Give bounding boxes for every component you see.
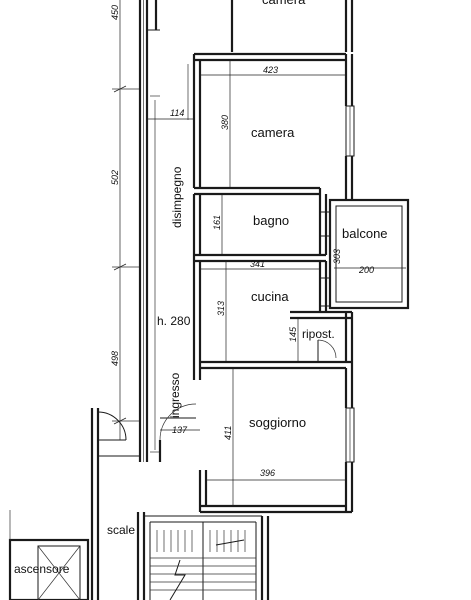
dim-left-498: 498 [110, 351, 120, 366]
camera-room [192, 52, 355, 200]
soggiorno-label: soggiorno [249, 415, 306, 430]
dim-cucina-341: 341 [250, 259, 265, 269]
dim-ripost-145: 145 [288, 326, 298, 342]
top-room [230, 0, 354, 52]
ingresso-area [159, 362, 202, 441]
cucina-label: cucina [251, 289, 289, 304]
balcone-label: balcone [342, 226, 388, 241]
corridor-wall [138, 0, 160, 462]
cucina-room [192, 253, 331, 362]
dim-left-502: 502 [110, 170, 120, 185]
bagno-label: bagno [253, 213, 289, 228]
stairwell [90, 512, 270, 600]
balcone-area [328, 198, 410, 310]
dim-camera-380: 380 [220, 115, 230, 130]
landing-area [90, 408, 162, 512]
scale-label: scale [107, 523, 135, 537]
left-dimension-chain [112, 0, 140, 440]
ascensore-shaft [8, 510, 90, 600]
dim-cucina-313: 313 [216, 301, 226, 316]
ripostiglio-room [290, 310, 354, 362]
dim-balcone-200: 200 [358, 265, 374, 275]
ingresso-label: ingresso [168, 372, 182, 418]
dim-soggiorno-396: 396 [260, 468, 275, 478]
soggiorno-room [198, 360, 355, 514]
dim-soggiorno-411: 411 [223, 426, 233, 440]
corridor-dim [147, 64, 194, 120]
dim-left-450: 450 [110, 5, 120, 20]
top-room-label: camera [262, 0, 306, 7]
disimpegno-label: disimpegno [170, 166, 184, 228]
ripost-label: ripost. [302, 327, 335, 341]
dim-balcone-303: 303 [332, 249, 342, 264]
ceiling-height-note: h. 280 [157, 314, 191, 328]
dim-camera-423: 423 [263, 65, 278, 75]
camera-label: camera [251, 125, 295, 140]
dim-corridor-114: 114 [170, 108, 184, 118]
dim-ingresso-137: 137 [172, 425, 188, 435]
ascensore-label: ascensore [14, 562, 70, 576]
dim-bagno-161: 161 [212, 215, 222, 230]
